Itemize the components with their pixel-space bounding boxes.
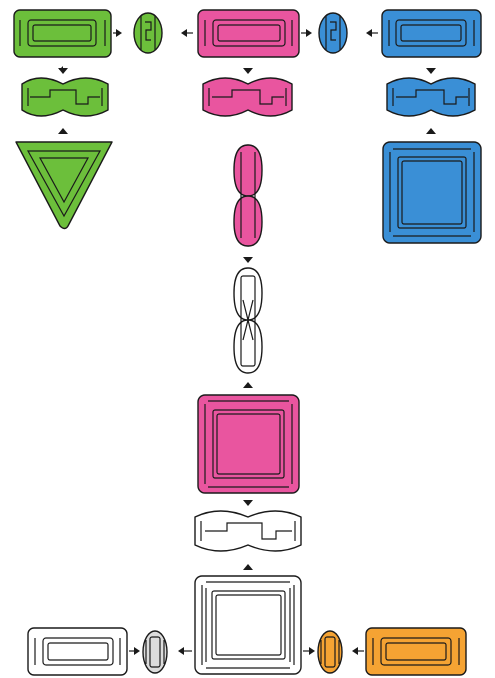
arrow-left: [178, 647, 184, 655]
arrow-left: [366, 29, 372, 37]
arrow-left: [181, 29, 187, 37]
pink-vertical-dome-connector: [233, 144, 263, 247]
arrow-right: [134, 647, 140, 655]
blue-double-dome-connector: [386, 77, 476, 117]
white-round-connector: [142, 630, 168, 674]
pink-double-dome-connector: [202, 77, 293, 117]
arrow-left: [352, 647, 358, 655]
green-rect-plate: [13, 9, 112, 58]
pink-rect-plate: [197, 9, 300, 58]
arrow-down: [426, 68, 436, 74]
arrow-right: [306, 29, 312, 37]
blue-square-plate: [382, 141, 482, 244]
white-square-plate: [194, 575, 302, 675]
white-double-dome-connector: [194, 510, 302, 552]
arrow-up: [58, 128, 68, 134]
arrow-down: [58, 68, 68, 74]
orange-rect-plate: [365, 627, 467, 676]
blue-rect-plate: [381, 9, 482, 58]
arrow-up: [243, 382, 253, 388]
arrow-down: [243, 257, 253, 263]
white-rect-plate: [27, 627, 128, 676]
white-vertical-dome-connector: [233, 267, 263, 374]
arrow-up: [426, 128, 436, 134]
green-triangle-plate: [15, 141, 113, 230]
green-round-connector: [133, 12, 163, 54]
pink-square-plate: [197, 394, 300, 494]
arrow-down: [243, 500, 253, 506]
blue-round-connector: [318, 12, 348, 54]
arrow-right: [309, 647, 315, 655]
arrow-down: [243, 68, 253, 74]
arrow-up: [243, 564, 253, 570]
green-double-dome-connector: [21, 77, 109, 117]
arrow-right: [116, 29, 122, 37]
orange-round-connector: [317, 630, 343, 674]
